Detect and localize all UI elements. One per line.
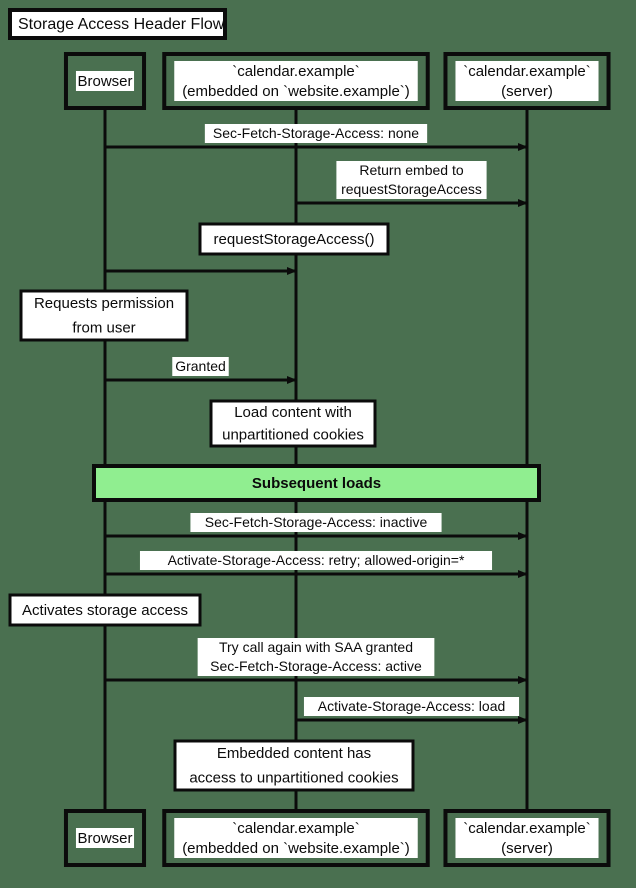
note-text: Load content with: [234, 404, 352, 421]
note-box: [173, 739, 415, 792]
actor-server-top[interactable]: `calendar.example` (server): [443, 52, 611, 110]
message-label: Sec-Fetch-Storage-Access: inactive: [205, 514, 428, 530]
actor-label: (server): [501, 83, 553, 100]
actor-label: Browser: [77, 830, 132, 847]
message-label: Granted: [175, 358, 226, 374]
message-m7: Try call again with SAA grantedSec-Fetch…: [105, 638, 528, 684]
message-label: Activate-Storage-Access: retry; allowed-…: [168, 552, 465, 568]
actor-label: `calendar.example`: [232, 63, 360, 80]
message-label-bg: [336, 161, 487, 199]
note-text: Embedded content has: [217, 745, 371, 762]
note-text: Activates storage access: [22, 602, 188, 619]
message-label-bg: [139, 551, 493, 570]
actor-label-bg: [75, 71, 135, 91]
message-label: Sec-Fetch-Storage-Access: active: [210, 658, 422, 674]
message-label: requestStorageAccess: [341, 181, 482, 197]
actor-label-bg: [455, 818, 599, 858]
actor-label: Browser: [77, 73, 132, 90]
sections-layer: Subsequent loads: [92, 464, 541, 502]
actor-box[interactable]: [162, 52, 430, 110]
actor-label-bg: [174, 61, 418, 101]
message-label-bg: [197, 638, 435, 676]
actor-box[interactable]: [63, 52, 147, 110]
note-text: Requests permission: [34, 295, 174, 312]
message-m1: Sec-Fetch-Storage-Access: none: [105, 124, 528, 151]
actor-browser-top[interactable]: Browser: [63, 52, 147, 110]
message-label: Activate-Storage-Access: load: [318, 698, 506, 714]
note-n4: Activates storage access: [8, 593, 202, 627]
actor-box[interactable]: [443, 52, 611, 110]
actor-box[interactable]: [443, 809, 611, 867]
section-bar: [92, 464, 541, 502]
message-label-bg: [204, 124, 428, 143]
note-text: unpartitioned cookies: [222, 427, 364, 444]
message-m2: Return embed to requestStorageAccess: [296, 161, 528, 207]
actor-embed-bottom[interactable]: `calendar.example` (embedded on `website.…: [162, 809, 430, 867]
note-n5: Embedded content has access to unpartitio…: [173, 739, 415, 792]
message-label-bg: [172, 357, 229, 376]
actor-label-bg: [455, 61, 599, 101]
actor-label-bg: [174, 818, 418, 858]
note-text: access to unpartitioned cookies: [189, 770, 398, 787]
actor-label: (server): [501, 840, 553, 857]
diagram-title-box: [8, 8, 227, 40]
actor-label: (embedded on `website.example`): [182, 83, 410, 100]
actor-label: `calendar.example`: [232, 820, 360, 837]
actor-box[interactable]: [63, 809, 147, 867]
actor-label: `calendar.example`: [463, 820, 591, 837]
message-label: Sec-Fetch-Storage-Access: none: [213, 125, 419, 141]
message-label: Return embed to: [359, 162, 463, 178]
message-m8: Activate-Storage-Access: load: [296, 697, 528, 724]
actors-layer: BrowserBrowser`calendar.example`(embedde…: [63, 52, 611, 867]
actor-embed-top[interactable]: `calendar.example` (embedded on `website.…: [162, 52, 430, 110]
note-n1: requestStorageAccess(): [198, 222, 390, 256]
note-box: [8, 593, 202, 627]
actor-label-bg: [75, 828, 135, 848]
note-box: [198, 222, 390, 256]
actor-browser-bottom[interactable]: Browser: [63, 809, 147, 867]
actor-label: `calendar.example`: [463, 63, 591, 80]
note-box: [209, 399, 377, 448]
actor-box[interactable]: [162, 809, 430, 867]
notes-layer: requestStorageAccess() Requests permissio…: [8, 222, 415, 792]
title-layer: Storage Access Header Flow: [8, 8, 227, 40]
message-label-bg: [303, 697, 520, 716]
message-m5: Sec-Fetch-Storage-Access: inactive: [105, 513, 528, 540]
message-m6: Activate-Storage-Access: retry; allowed-…: [105, 551, 528, 578]
message-m4: Granted: [105, 357, 297, 384]
note-box: [19, 289, 189, 342]
note-text: requestStorageAccess(): [214, 231, 375, 248]
note-n3: Load content with unpartitioned cookies: [209, 399, 377, 448]
note-text: from user: [72, 320, 135, 337]
actor-label: (embedded on `website.example`): [182, 840, 410, 857]
section-bar-label: Subsequent loads: [252, 475, 381, 492]
diagram-title: Storage Access Header Flow: [18, 16, 225, 33]
note-n2: Requests permission from user: [19, 289, 189, 342]
actor-server-bottom[interactable]: `calendar.example` (server): [443, 809, 611, 867]
message-label: Try call again with SAA granted: [219, 639, 413, 655]
message-label-bg: [190, 513, 442, 532]
